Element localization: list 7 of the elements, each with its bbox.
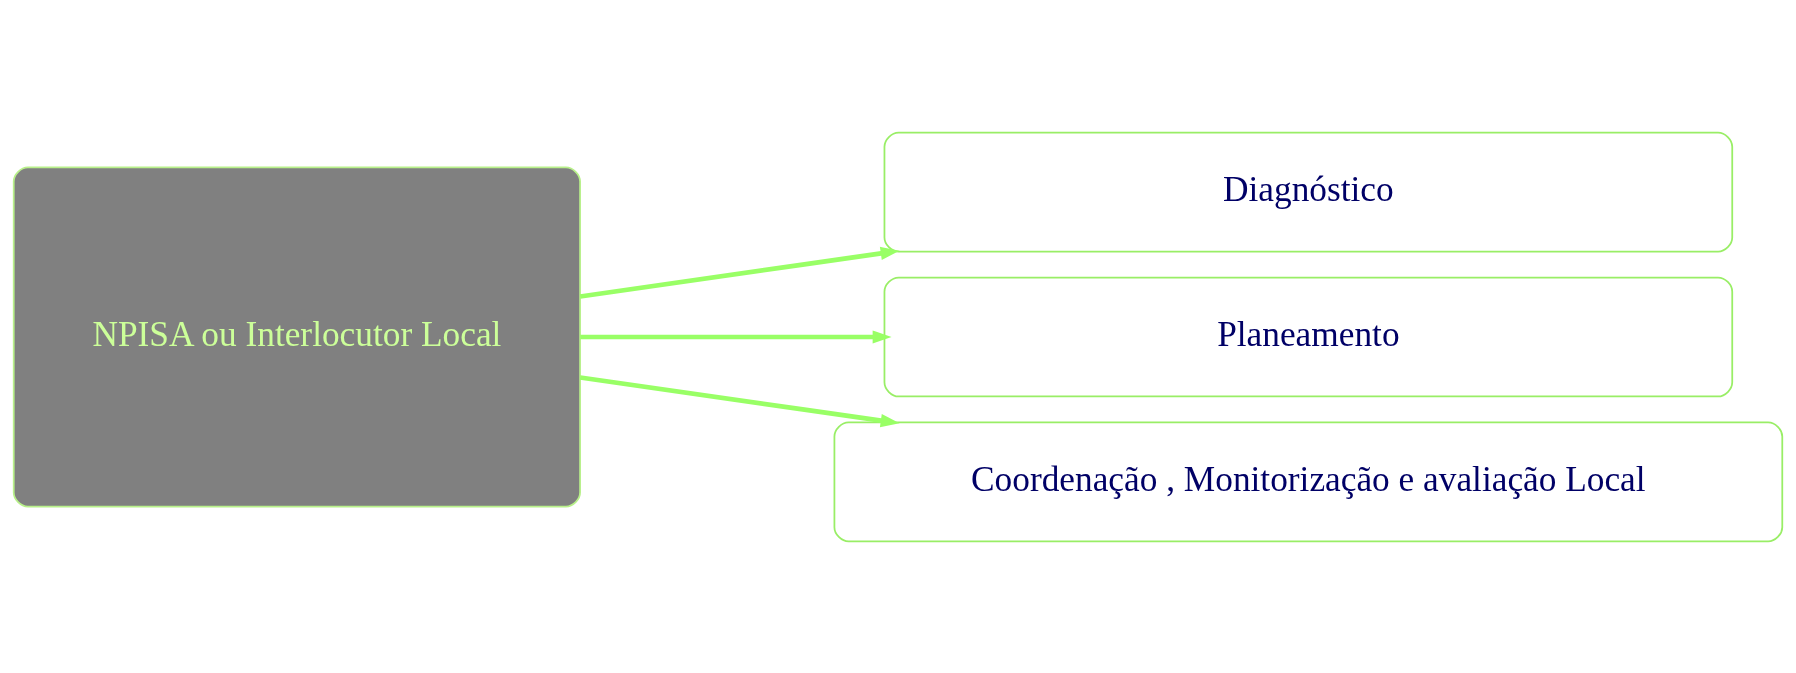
- arrow: [580, 329, 892, 344]
- arrow: [579, 374, 900, 427]
- node-box: Planeamento: [883, 276, 1734, 397]
- node-box: NPISA ou Interlocutor Local: [12, 166, 581, 507]
- node-box: Diagnóstico: [883, 131, 1734, 252]
- arrow: [579, 246, 900, 299]
- node-box: Coordenação , Monitorização e avaliação Local: [833, 421, 1784, 542]
